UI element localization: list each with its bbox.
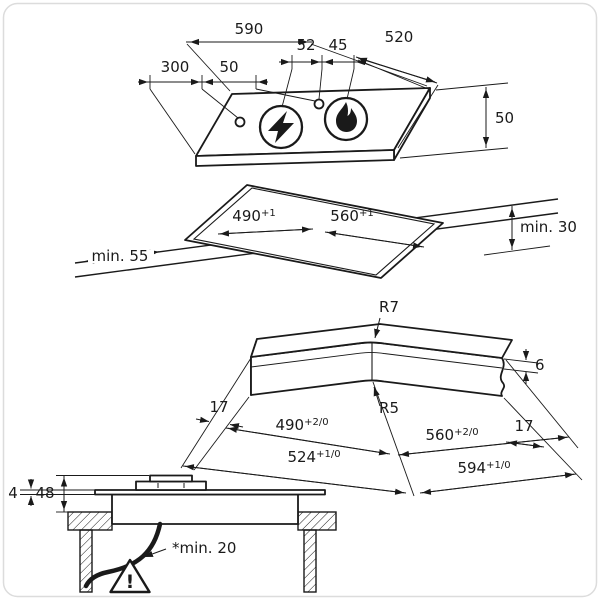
worktop-section-right [297, 511, 337, 531]
dim-17-right-label: 17 [514, 417, 533, 435]
dim-520: 520 [355, 28, 439, 149]
dim-594: 594+1/0 [419, 459, 577, 495]
cutout-outline [184, 184, 444, 279]
dim-cutout-width-label: 490+1 [232, 207, 275, 225]
dim-490-label: 490+2/0 [275, 416, 328, 434]
dim-524: 524+1/0 [182, 448, 407, 495]
bolt-icon [268, 111, 294, 143]
dim-17-left: 17 [195, 398, 244, 430]
min-55-label: min. 55 [92, 247, 149, 265]
burner-cap-upper [149, 474, 193, 483]
dim-52-label: 52 [296, 36, 315, 54]
min-20-label: *min. 20 [172, 539, 236, 557]
dim-594-label: 594+1/0 [457, 459, 510, 477]
dim-4: 4 [8, 479, 96, 506]
dim-min-30: min. 30 [483, 206, 577, 256]
burner-cap-lower [135, 480, 207, 491]
dim-min-55: min. 55 [84, 247, 160, 265]
gas-connection-pipe [83, 521, 163, 589]
dim-45-label: 45 [328, 36, 347, 54]
dim-cutout-depth: 560+1 [324, 207, 425, 249]
warning-exclamation: ! [126, 571, 135, 593]
dim-560-label: 560+2/0 [425, 426, 478, 444]
dim-cutout-width: 490+1 [217, 207, 314, 237]
dim-300-50: 300 50 [138, 58, 316, 155]
dim-560: 560+2/0 [397, 426, 570, 457]
dim-48-label: 48 [35, 484, 54, 502]
dim-50-spacing-label: 50 [219, 58, 238, 76]
control-dot [313, 98, 325, 110]
control-dot [234, 116, 246, 128]
dim-520-label: 520 [385, 28, 414, 46]
dim-17-left-label: 17 [209, 398, 228, 416]
corner-top-face [250, 323, 513, 359]
min-30-label: min. 30 [520, 218, 577, 236]
dim-48: 48 [35, 475, 149, 513]
dim-590: 590 [186, 20, 428, 92]
radius-r7-label: R7 [379, 298, 399, 316]
cabinet-wall-right [303, 529, 317, 593]
dim-min-20: *min. 20 [143, 539, 236, 558]
dim-490: 490+2/0 [225, 416, 391, 456]
dim-4-label: 4 [8, 484, 18, 502]
dim-590-label: 590 [235, 20, 264, 38]
warning-triangle-icon: ! [109, 558, 151, 594]
dim-300-label: 300 [161, 58, 190, 76]
worktop-section-left [67, 511, 113, 531]
hob-top-face [195, 87, 431, 157]
flame-icon [336, 102, 357, 132]
dim-52-45: 52 45 [279, 36, 366, 108]
cutout-inner-outline [192, 187, 436, 276]
glass-layer-line [250, 351, 503, 369]
top-view: 590 52 45 [138, 20, 514, 167]
cabinet-wall-left [79, 529, 93, 593]
cutout-view: min. 55 min. 30 490+1 560+1 [74, 184, 577, 279]
dim-6: 6 [503, 349, 545, 384]
corner-view: R7 R5 6 17 17 [180, 298, 583, 497]
hob-front-face [195, 149, 395, 167]
dim-cutout-depth-label: 560+1 [330, 207, 373, 225]
dim-524-label: 524+1/0 [287, 448, 340, 466]
dim-50-height: 50 [399, 82, 514, 159]
hob-glass-section [94, 489, 326, 496]
dim-50-height-label: 50 [495, 109, 514, 127]
section-view: 48 4 *min. 20 ! [8, 474, 337, 594]
dim-6-label: 6 [535, 356, 545, 374]
hob-body-section [111, 493, 299, 525]
